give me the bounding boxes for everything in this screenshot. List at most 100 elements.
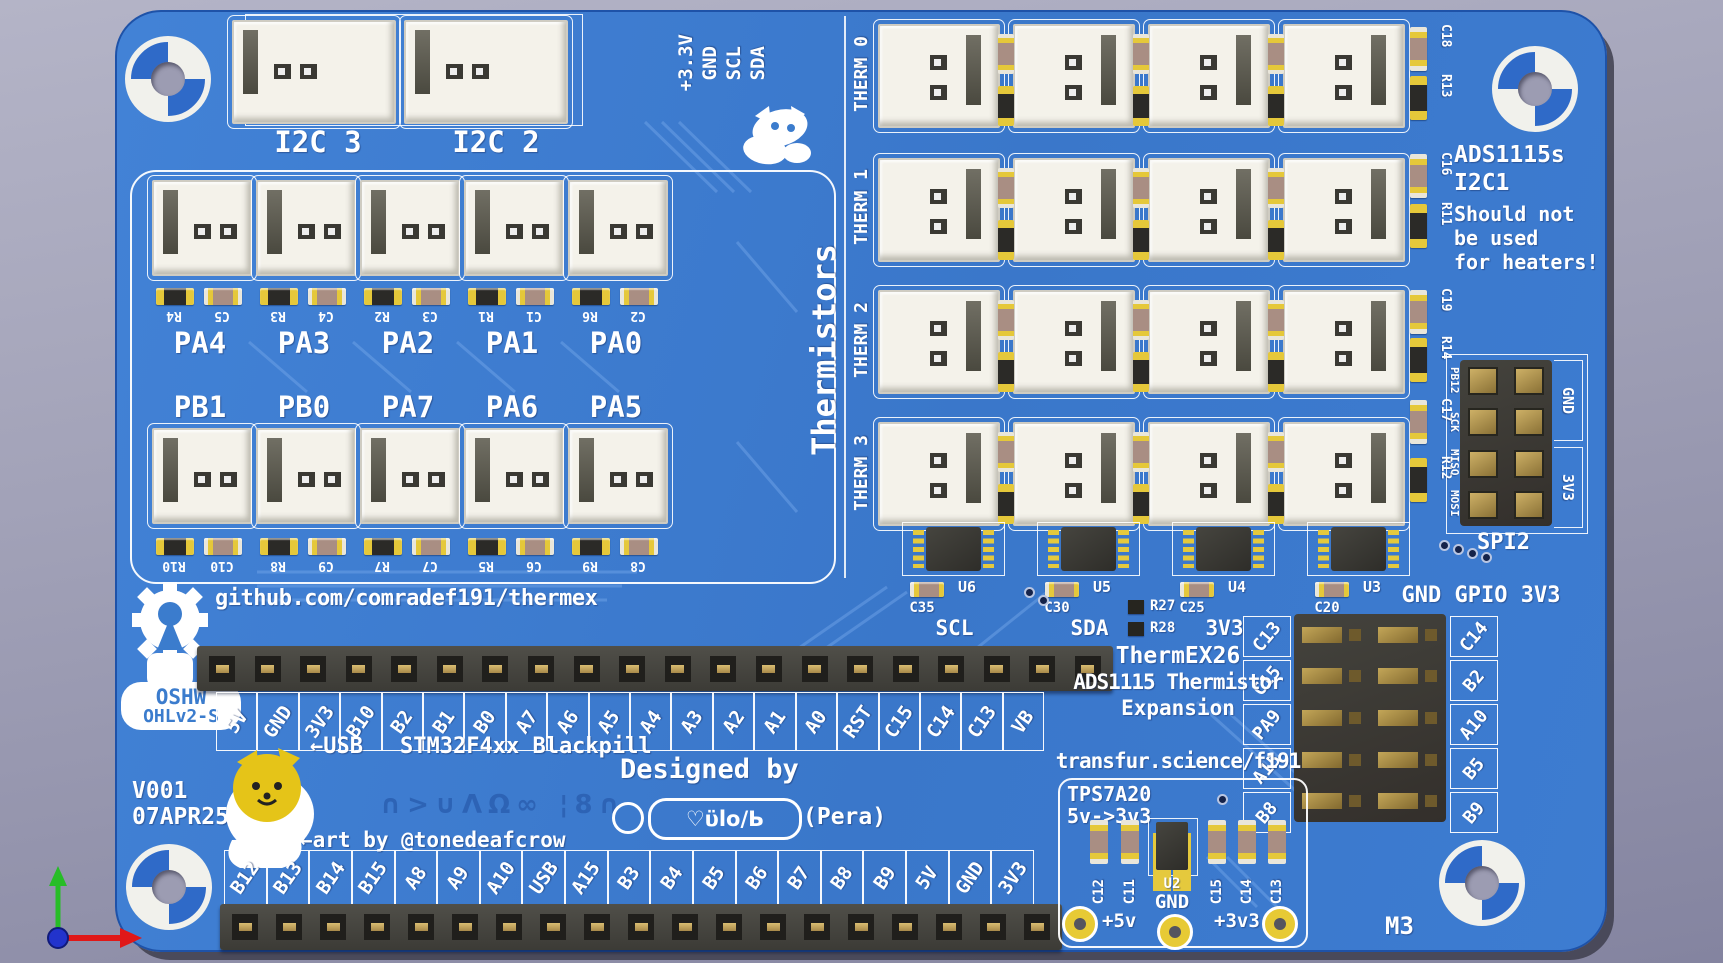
mounting-hole-top-left xyxy=(125,36,211,122)
capacitor xyxy=(1315,582,1349,597)
header-pin xyxy=(573,656,600,682)
header-pin xyxy=(320,914,346,940)
mcu-name: STM32F4xx Blackpill xyxy=(400,734,652,759)
gpio-pin-label: C14 xyxy=(1450,616,1498,657)
thermistor-connector xyxy=(147,175,257,281)
thermistor-channel: R1 C1 PA1 xyxy=(459,175,569,362)
header-pin xyxy=(664,656,691,682)
board-title: ThermEX26 xyxy=(1115,643,1241,669)
header-pin xyxy=(628,914,654,940)
channel-label: PA2 xyxy=(381,326,435,360)
gpio-pin-label: A15 xyxy=(1243,748,1291,789)
gpio-pin-label: B8 xyxy=(1243,792,1291,833)
capacitor xyxy=(910,582,944,597)
capacitor xyxy=(1410,27,1427,71)
capacitor xyxy=(1238,820,1256,864)
resistor xyxy=(1410,76,1427,120)
header-pin xyxy=(209,656,235,682)
header-pin xyxy=(801,656,828,682)
spi2-signal-label: PB12 xyxy=(1448,367,1461,394)
bus-net-label: SDA xyxy=(1070,616,1109,640)
header-pin xyxy=(482,656,509,682)
pin-label-box: A15 xyxy=(565,850,608,906)
pin-label-box: A3 xyxy=(671,692,713,751)
header-pin xyxy=(436,656,463,682)
thermistor-channel: PA5 R9 C8 xyxy=(563,390,673,573)
capacitor xyxy=(620,288,658,305)
resistor-ref: R1 xyxy=(478,308,494,323)
resistor xyxy=(364,288,402,305)
i2c2-connector xyxy=(399,15,573,129)
header-pin xyxy=(364,914,390,940)
designer-name-symbols: ♡ϋlo/Ь xyxy=(685,807,765,831)
pin-label-box: C14 xyxy=(919,692,962,751)
pin-label-box: A6 xyxy=(547,692,589,751)
grid-connector xyxy=(873,417,1005,531)
grid-connector xyxy=(1143,417,1275,531)
pin-label-box: B0 xyxy=(464,692,506,751)
capacitor-ref: C8 xyxy=(630,558,646,573)
thermistor-connector xyxy=(459,423,569,529)
header-pin xyxy=(710,656,737,682)
pin-label-box: B1 xyxy=(423,692,465,751)
capacitor xyxy=(204,288,242,305)
pin-label-box: B12 xyxy=(224,850,267,906)
thermistor-connector xyxy=(355,423,465,529)
github-url: github.com/comradef191/thermex xyxy=(215,586,598,611)
y-axis-arrow xyxy=(49,866,67,886)
capacitor xyxy=(516,538,554,555)
resistor xyxy=(364,538,402,555)
gpio-pin-label: B5 xyxy=(1450,748,1498,789)
spi2-power-label: 3V3 xyxy=(1554,447,1583,528)
pin-label-box: C13 xyxy=(961,692,1003,751)
capacitor-ref: C2 xyxy=(630,308,646,323)
filter-pair xyxy=(998,168,1014,260)
header-pin xyxy=(391,656,418,682)
therm-row-label: THERM 0 xyxy=(850,36,872,112)
via xyxy=(1024,587,1035,598)
grid-connector xyxy=(1008,153,1140,267)
pin-label-box: B6 xyxy=(735,850,779,906)
therm-row-label: THERM 2 xyxy=(850,302,872,378)
header-pin xyxy=(276,914,302,940)
pin-label-box: 5V xyxy=(216,692,258,751)
regulator-output-caps: C15 C14 C13 xyxy=(1208,820,1286,916)
grid-connector xyxy=(1143,19,1275,133)
header-pad xyxy=(1370,697,1446,739)
header-pin xyxy=(345,656,372,682)
i2c-pin-label: SCL xyxy=(722,45,745,81)
pin-label-box: 3V3 xyxy=(991,850,1034,906)
ads-note-warning-1: Should not xyxy=(1454,202,1575,226)
header-pad xyxy=(1468,408,1498,437)
testpoint-5v-label: +5v xyxy=(1102,910,1137,932)
chip-outline xyxy=(902,522,1005,576)
resistor xyxy=(572,538,610,555)
i2c-label: I2C 3 xyxy=(274,125,362,159)
capacitor xyxy=(204,538,242,555)
designer-circle-icon xyxy=(612,802,644,834)
capacitor xyxy=(1090,820,1108,864)
header-pad xyxy=(1514,408,1544,437)
gpio-pin-label: C15 xyxy=(1243,660,1291,701)
resistor-ref: R14 xyxy=(1438,336,1453,360)
resistor-ref: R5 xyxy=(478,558,494,573)
mounting-hole-bottom-left xyxy=(126,844,212,930)
header-pad xyxy=(1514,491,1544,520)
header-pin xyxy=(1024,914,1050,940)
axis-gizmo xyxy=(47,866,142,949)
chip-ref: U5 xyxy=(1093,578,1112,596)
pin-label-box: A0 xyxy=(795,692,838,751)
capacitor-group: C12 xyxy=(1090,820,1108,916)
header-pin xyxy=(1029,656,1056,682)
capacitor-ref: C3 xyxy=(422,308,438,323)
gpio-header xyxy=(1294,614,1446,822)
capacitor xyxy=(308,538,346,555)
regulator-gnd-label: GND xyxy=(1154,891,1190,913)
filter-pair xyxy=(998,432,1014,524)
bus-net-label: 3V3 xyxy=(1205,616,1244,640)
pin-label-box: RST xyxy=(837,692,879,751)
chip-outline xyxy=(1037,522,1140,576)
